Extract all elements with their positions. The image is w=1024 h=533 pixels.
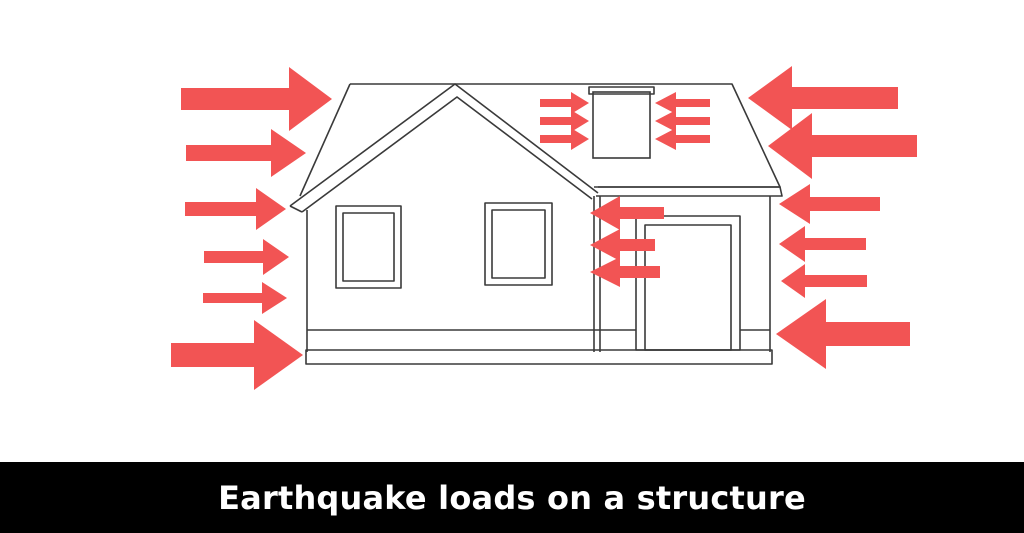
force-arrow-right-5 xyxy=(781,264,867,298)
caption-bar: Earthquake loads on a structure xyxy=(0,462,1024,533)
force-arrow-left-6 xyxy=(171,320,303,390)
force-arrow-right-1 xyxy=(748,66,898,130)
force-arrow-chimney-right-1 xyxy=(655,92,710,114)
caption-text: Earthquake loads on a structure xyxy=(218,478,806,517)
force-arrow-left-5 xyxy=(203,282,287,314)
force-arrow-chimney-right-2 xyxy=(655,110,710,132)
force-arrow-right-6 xyxy=(776,299,910,369)
force-arrow-middle-1 xyxy=(590,196,664,230)
force-arrow-left-1 xyxy=(181,67,332,131)
left-wall xyxy=(306,196,636,352)
right-wall xyxy=(740,196,771,352)
force-arrow-left-3 xyxy=(185,188,286,230)
force-arrow-right-3 xyxy=(779,184,880,224)
force-arrow-middle-2 xyxy=(590,229,655,261)
force-arrow-right-2 xyxy=(768,113,917,179)
force-arrow-chimney-left-1 xyxy=(540,92,589,114)
force-arrows xyxy=(171,66,917,390)
force-arrow-chimney-right-3 xyxy=(655,128,710,150)
earthquake-load-diagram xyxy=(171,66,917,390)
force-arrow-middle-3 xyxy=(590,257,660,287)
garage-door xyxy=(635,215,741,351)
house-drawing xyxy=(289,83,783,365)
force-arrow-chimney-left-3 xyxy=(540,128,589,150)
force-arrow-chimney-left-2 xyxy=(540,110,589,132)
middle-window xyxy=(484,202,553,286)
foundation xyxy=(305,349,773,365)
force-arrow-right-4 xyxy=(779,226,866,262)
roof xyxy=(289,83,783,213)
force-arrow-left-2 xyxy=(186,129,306,177)
chimney xyxy=(588,86,655,159)
force-arrow-left-4 xyxy=(204,239,289,275)
left-window xyxy=(335,205,402,289)
